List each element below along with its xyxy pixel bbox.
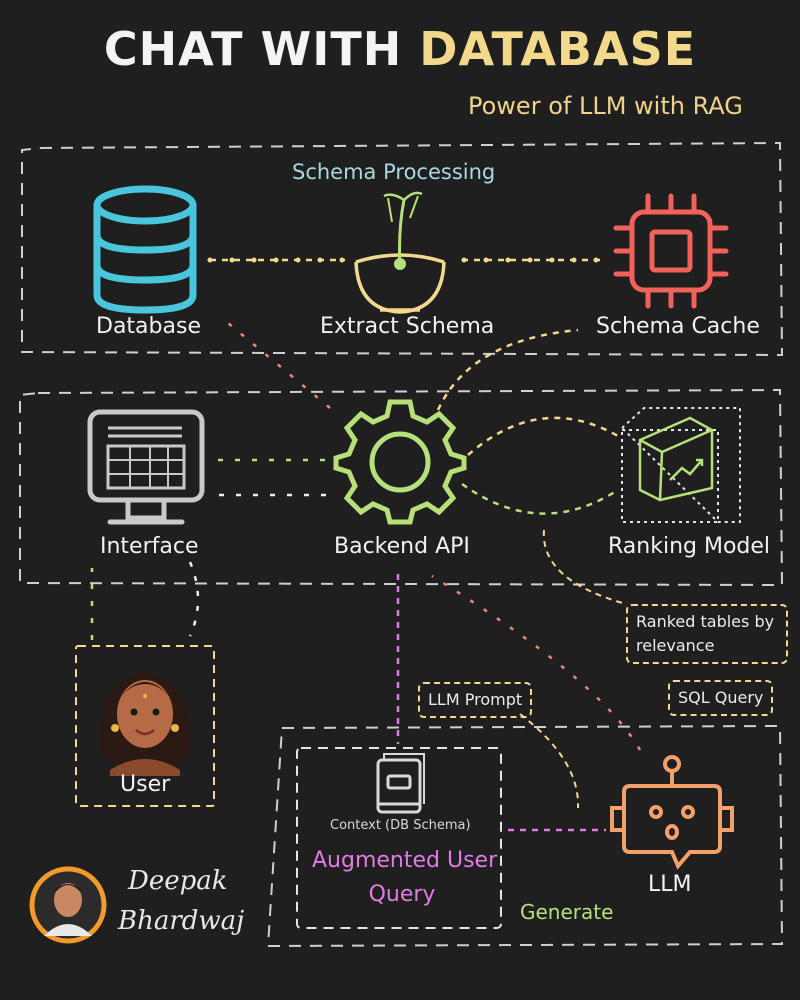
llm-section-frame — [266, 724, 784, 948]
db-extract-dots — [207, 257, 345, 263]
augmented-query-line1: Augmented User — [312, 848, 498, 873]
subtitle: Power of LLM with RAG — [468, 92, 743, 120]
title-part1: CHAT WITH — [103, 22, 403, 76]
schema-processing-label: Schema Processing — [292, 160, 496, 184]
author-avatar — [29, 866, 107, 944]
database-label: Database — [96, 314, 201, 339]
context-label: Context (DB Schema) — [330, 818, 471, 833]
backend-ranking-curve-bottom — [461, 482, 619, 515]
schema-cache-label: Schema Cache — [596, 314, 760, 339]
llm-prompt-tag: LLM Prompt — [418, 682, 533, 718]
author-signature-line2: Bhardwaj — [118, 906, 245, 936]
backend-ranking-curve-top — [467, 416, 619, 456]
user-avatar-icon — [99, 672, 191, 776]
ranking-tag-connector — [542, 529, 627, 605]
user-label: User — [120, 772, 171, 797]
api-section-frame — [19, 388, 784, 587]
ranked-tables-line1: Ranked tables by — [636, 612, 775, 631]
monitor-icon — [87, 409, 205, 525]
backend-cache-curve — [436, 328, 579, 411]
title-part2: DATABASE — [419, 22, 697, 76]
schema-section-frame — [21, 141, 784, 357]
book-icon — [376, 753, 425, 814]
bowl-sprout-icon — [354, 191, 446, 314]
augmented-query-line2: Query — [368, 882, 436, 907]
cube-chart-icon — [620, 407, 741, 523]
llm-backend-arrow — [431, 574, 642, 751]
gear-icon — [333, 399, 467, 525]
augmented-query-frame — [296, 747, 502, 929]
ranking-model-label: Ranking Model — [608, 534, 771, 559]
cpu-icon — [613, 193, 729, 309]
database-icon — [93, 185, 197, 314]
author-signature-line1: Deepak — [128, 866, 228, 896]
interface-label: Interface — [100, 534, 199, 559]
generate-label: Generate — [520, 900, 614, 924]
prompt-llm-connector — [519, 713, 580, 809]
user-frame — [75, 645, 215, 807]
llm-label: LLM — [648, 872, 692, 897]
backend-database-arrow — [221, 317, 331, 409]
backend-api-label: Backend API — [334, 534, 470, 559]
extract-cache-dots — [461, 257, 599, 263]
page-title: CHAT WITH DATABASE — [0, 22, 800, 76]
interface-to-user-arrow — [188, 561, 200, 637]
extract-schema-label: Extract Schema — [320, 314, 495, 339]
robot-icon — [610, 755, 734, 870]
ranked-tables-tag: Ranked tables by relevance — [626, 604, 788, 664]
sql-query-tag: SQL Query — [668, 680, 774, 716]
ranked-tables-line2: relevance — [636, 636, 715, 655]
